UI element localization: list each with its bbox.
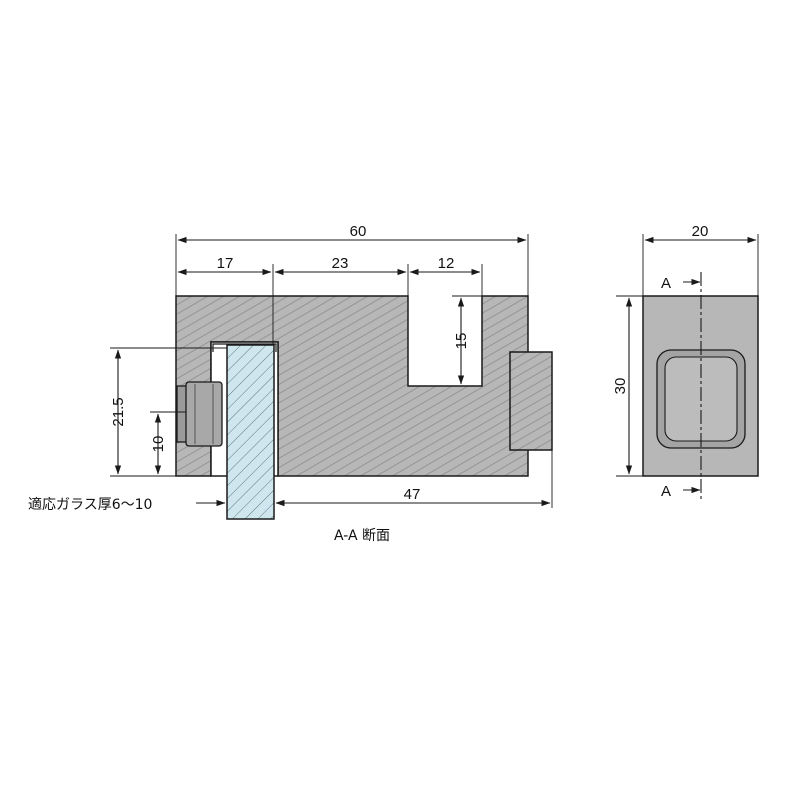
dim-screw-size: 10 xyxy=(150,436,167,453)
section-view: 60 17 23 12 15 21.5 10 47 適応ガラス厚6～10 A-A… xyxy=(28,223,553,544)
extension-lines xyxy=(110,234,553,508)
dim-screw-span: 21.5 xyxy=(110,397,127,426)
dim-front-width: 20 xyxy=(692,223,709,240)
glass-thickness-note: 適応ガラス厚6～10 xyxy=(28,496,152,513)
glass-panel xyxy=(226,344,275,520)
section-mark-top: A xyxy=(661,275,671,292)
extension-lines xyxy=(616,234,759,477)
end-block xyxy=(509,351,553,451)
dim-base-length: 47 xyxy=(404,486,421,503)
dim-front-height: 30 xyxy=(612,378,629,395)
dim-slot-width: 12 xyxy=(438,255,455,272)
set-screw-body xyxy=(185,381,223,447)
dim-middle-length: 23 xyxy=(332,255,349,272)
section-mark-bottom: A xyxy=(661,483,671,500)
dim-overall-length: 60 xyxy=(350,223,367,240)
set-screw xyxy=(176,381,223,447)
front-view: 20 30 A A xyxy=(612,223,759,500)
section-caption: A-A 断面 xyxy=(334,528,390,544)
dim-glass-offset: 17 xyxy=(217,255,234,272)
dim-slot-depth: 15 xyxy=(453,333,470,350)
